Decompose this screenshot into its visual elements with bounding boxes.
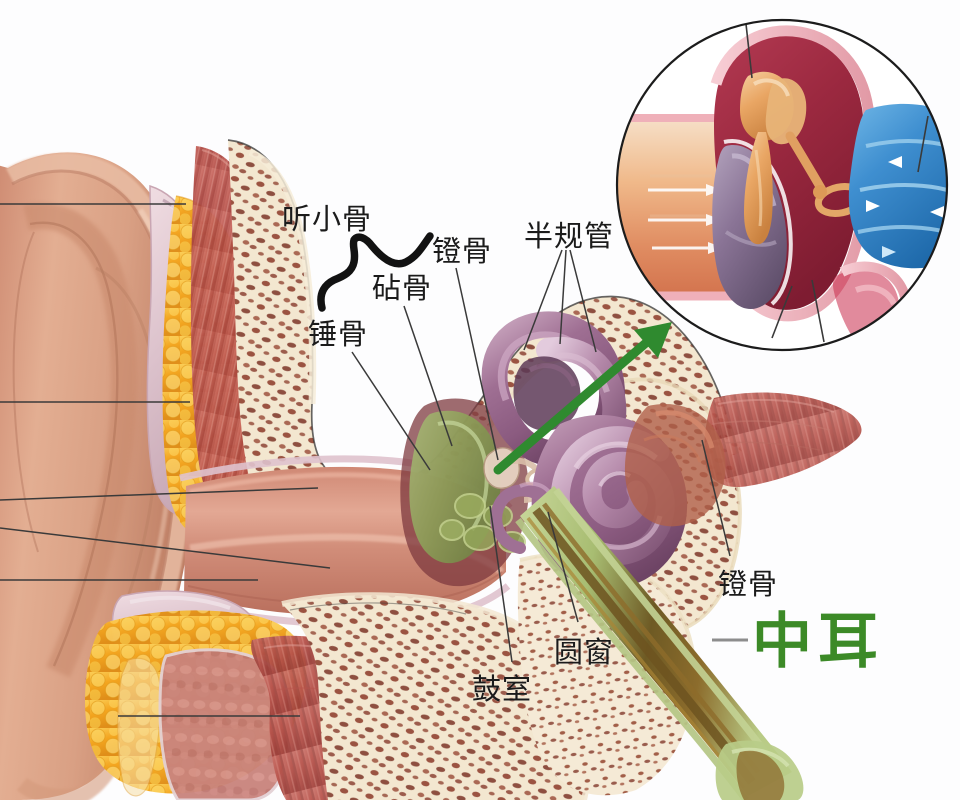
label-stapes-upper: 镫骨 [432,234,493,268]
sound-wave-arrows [648,184,724,254]
label-malleus: 锤骨 [308,317,369,351]
inset-leader-lines [745,23,929,343]
label-incus: 砧骨 [372,271,433,305]
label-round-window: 圆窗 [554,635,615,669]
inset-circle-border [615,18,949,352]
label-semicircular-canals: 半规管 [524,219,615,253]
inset-ossicles [740,71,866,245]
zoom-arrow-icon [493,322,672,475]
vestibule-vascular [624,403,726,527]
fluid-flow-arrows [866,156,944,258]
label-tympanic-cavity: 鼓室 [472,672,533,706]
ossicle-group-brace [317,232,434,312]
eustachian-tube [515,486,804,800]
leader-lines [0,203,748,717]
label-ossicles: 听小骨 [282,202,373,236]
label-stapes-lower: 镫骨 [718,567,779,601]
temporalis-muscle-right [704,392,862,488]
figure-title: 中耳 [752,607,884,677]
inset-magnified-middle-ear [615,18,949,352]
